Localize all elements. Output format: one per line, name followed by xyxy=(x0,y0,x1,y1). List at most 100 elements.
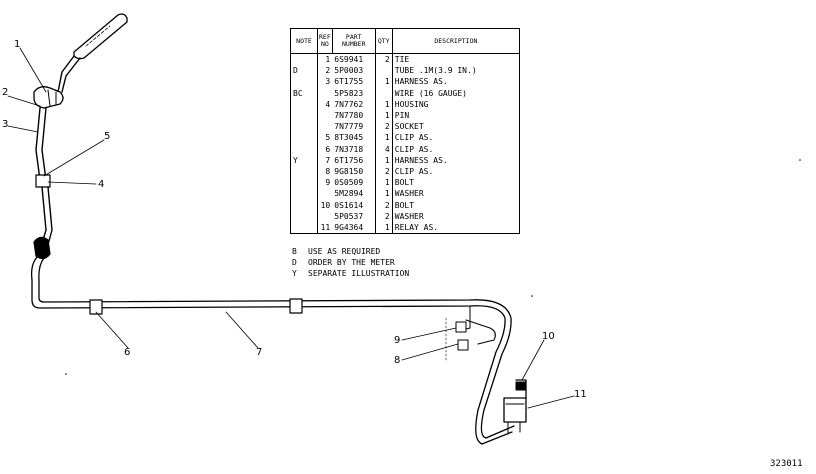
cell-desc: CLIP AS. xyxy=(391,166,521,178)
cell-note xyxy=(290,166,318,178)
cell-ref: 4 xyxy=(317,98,333,111)
cell-qty: 2 xyxy=(374,166,393,178)
cell-desc: CLIP AS. xyxy=(391,132,521,144)
figure-number: 323011 xyxy=(770,459,803,469)
cell-part: 7N7779 xyxy=(334,122,364,132)
cell-note xyxy=(290,53,318,66)
cell-desc: HOUSING xyxy=(391,98,521,111)
header-ref: REF NO xyxy=(317,28,333,54)
cell-part: 6T1756 xyxy=(334,155,364,165)
relay-assembly xyxy=(503,379,527,435)
callout-1: 1 xyxy=(14,39,21,50)
harness-main-run xyxy=(30,255,515,445)
callout-3: 3 xyxy=(2,119,9,130)
header-qty: QTY xyxy=(374,28,393,54)
cell-part: 7N7762 xyxy=(334,99,364,109)
cell-part: 8T3045 xyxy=(334,133,364,143)
cell-desc: TUBE .1M(3.9 IN.) xyxy=(391,65,521,77)
header-note: NOTE xyxy=(290,28,318,54)
cell-qty: 1 xyxy=(374,177,393,189)
cell-ref: 11 xyxy=(317,222,333,235)
cell-desc: HARNESS AS. xyxy=(391,154,521,167)
callout-9: 9 xyxy=(394,335,401,346)
cell-qty: 1 xyxy=(374,188,393,200)
cell-desc: HARNESS AS. xyxy=(391,76,521,88)
callout-10: 10 xyxy=(542,331,555,342)
cell-qty: 1 xyxy=(374,98,393,111)
cell-qty: 1 xyxy=(374,76,393,88)
callout-8: 8 xyxy=(394,355,401,366)
cell-part: 6S9941 xyxy=(334,55,364,64)
tie-clamp xyxy=(33,86,64,109)
cell-part: 9G8150 xyxy=(334,167,364,177)
cell-desc: BOLT xyxy=(391,199,521,211)
cell-desc: WASHER xyxy=(391,188,521,200)
cell-ref: 10 xyxy=(317,199,333,211)
cell-part: 5M2894 xyxy=(334,189,364,199)
cell-note xyxy=(290,210,318,223)
cell-part: 7N3718 xyxy=(334,144,364,154)
cell-qty: 2 xyxy=(374,199,393,211)
cell-ref xyxy=(317,188,333,200)
cell-ref: 8 xyxy=(317,166,333,178)
cell-ref: 1 xyxy=(317,53,333,66)
cell-part: 9G4364 xyxy=(332,222,376,235)
cell-ref: 9 xyxy=(317,177,333,189)
cell-ref: 6 xyxy=(317,143,333,155)
sender-unit xyxy=(57,13,128,93)
cell-qty: 4 xyxy=(374,143,393,155)
cell-part: 5P5823 xyxy=(334,88,364,98)
cell-note xyxy=(290,76,318,88)
cell-qty xyxy=(374,65,393,77)
cell-part: 5P0537 xyxy=(334,211,364,221)
cell-ref: 7 xyxy=(317,154,333,167)
cell-desc: WIRE (16 GAUGE) xyxy=(391,87,521,99)
header-desc: DESCRIPTION xyxy=(391,28,521,54)
header-part: PART NUMBER xyxy=(331,28,376,54)
callout-2: 2 xyxy=(2,87,9,98)
cell-note xyxy=(290,143,318,155)
cell-note xyxy=(290,199,318,211)
cell-part: 5P0003 xyxy=(334,66,364,76)
cell-ref xyxy=(317,210,333,223)
cell-qty: 1 xyxy=(374,154,393,167)
harness-tube-upper xyxy=(33,107,53,260)
cell-note xyxy=(290,98,318,111)
cell-note xyxy=(290,188,318,200)
cell-part: 6T1755 xyxy=(334,77,364,87)
cell-note xyxy=(290,177,318,189)
cell-qty: 2 xyxy=(374,53,393,66)
cell-part: 0S0509 xyxy=(334,178,364,188)
table-row: BC 5P5823 WIRE (16 GAUGE) xyxy=(290,87,521,99)
parts-table: NOTE REF NO PART NUMBER QTY DESCRIPTION … xyxy=(290,28,521,235)
cell-desc: RELAY AS. xyxy=(391,222,521,235)
cell-note: BC xyxy=(290,87,318,99)
cell-desc: TIE xyxy=(391,53,521,66)
cell-qty: 1 xyxy=(374,222,393,235)
callout-11: 11 xyxy=(574,389,587,400)
cell-ref: 2 xyxy=(317,65,333,77)
cell-desc: CLIP AS. xyxy=(391,143,521,155)
cell-part: 0S1614 xyxy=(334,200,364,210)
callout-4: 4 xyxy=(98,179,105,190)
cell-ref: 3 xyxy=(317,76,333,88)
cell-qty: 1 xyxy=(374,110,393,122)
callout-6: 6 xyxy=(124,347,131,358)
cell-ref: 5 xyxy=(317,132,333,144)
cell-desc: PIN xyxy=(391,110,521,122)
callout-5: 5 xyxy=(104,131,111,142)
cell-qty: 1 xyxy=(374,132,393,144)
